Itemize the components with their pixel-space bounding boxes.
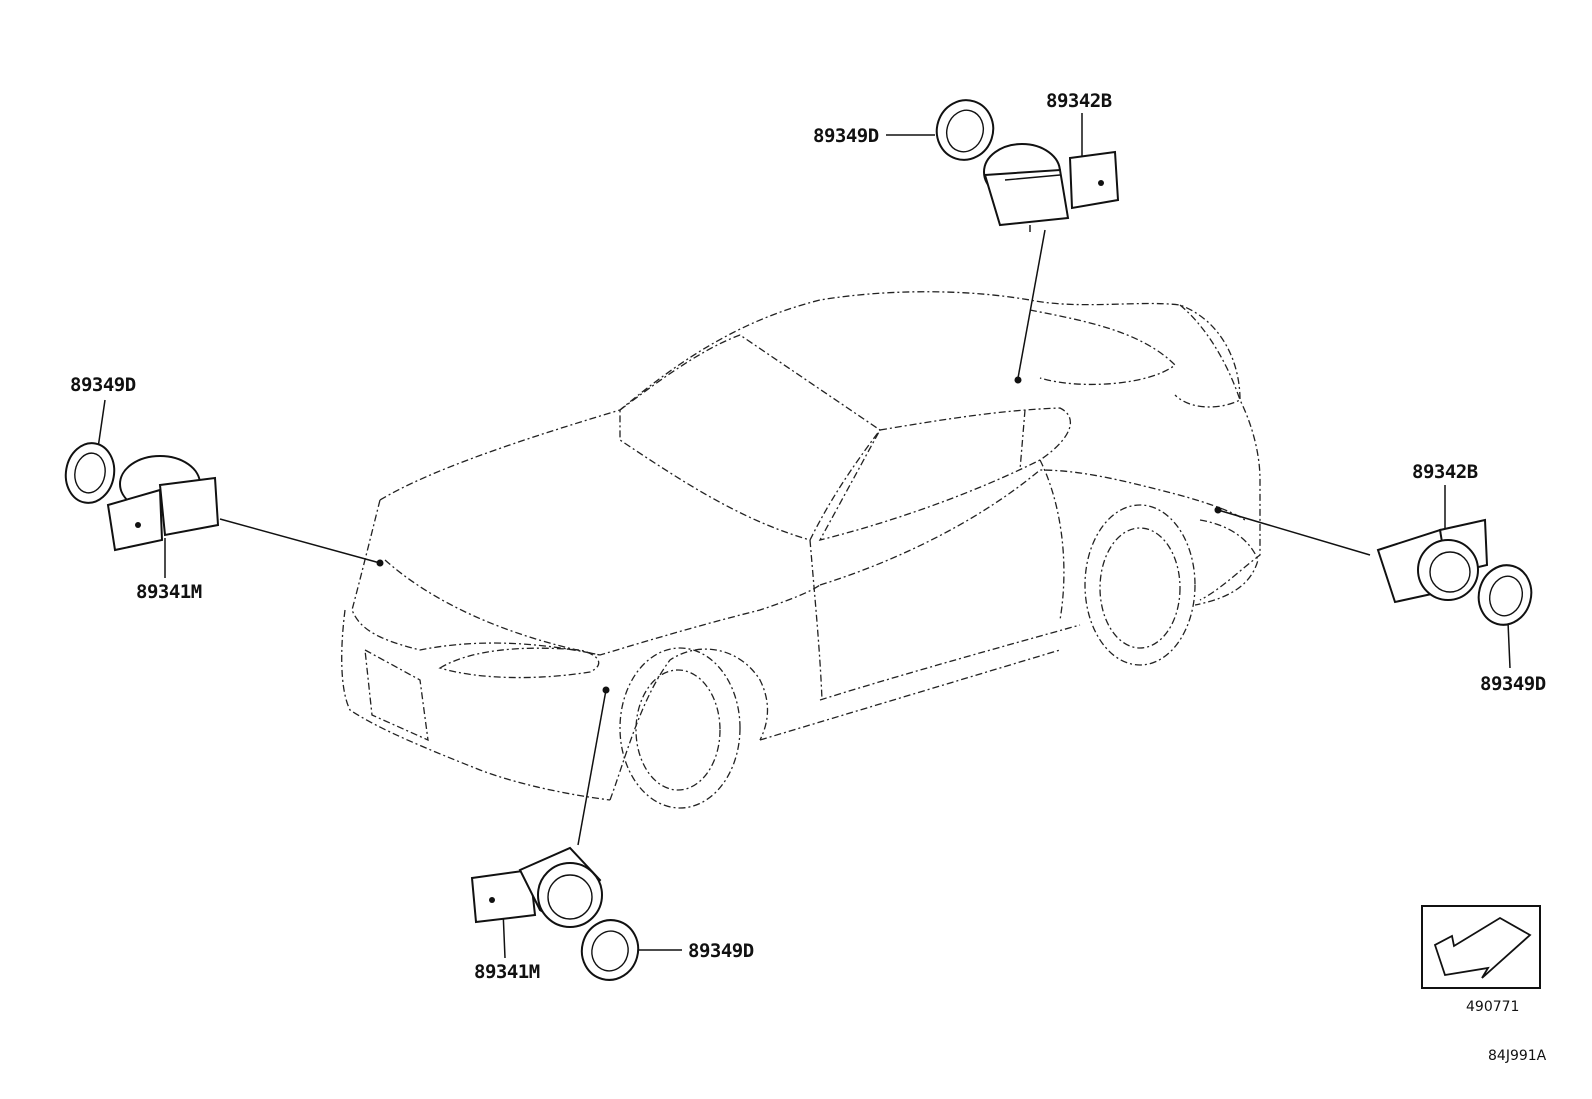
callout-top-ring: 89349D bbox=[813, 125, 879, 147]
left-parking-sensor bbox=[106, 455, 220, 552]
mount-dot bbox=[1214, 506, 1222, 514]
top-retainer-ring bbox=[935, 99, 995, 161]
callout-left-sensor: 89341M bbox=[136, 581, 202, 603]
callout-right-ring: 89349D bbox=[1480, 673, 1546, 695]
mount-dot bbox=[376, 559, 384, 567]
callout-left-ring: 89349D bbox=[70, 374, 136, 396]
callout-bottom-ring: 89349D bbox=[688, 940, 754, 962]
car-outline bbox=[341, 291, 1261, 809]
right-parking-sensor bbox=[1376, 518, 1489, 604]
top-parking-sensor bbox=[983, 143, 1120, 232]
mount-dot bbox=[1014, 376, 1022, 384]
callout-right-sensor: 89342B bbox=[1412, 461, 1478, 483]
callout-bottom-sensor: 89341M bbox=[474, 961, 540, 983]
left-retainer-ring bbox=[64, 442, 116, 504]
callout-top-sensor: 89342B bbox=[1046, 90, 1112, 112]
bottom-retainer-ring bbox=[580, 919, 640, 981]
leader-lines bbox=[97, 113, 1511, 959]
mount-dot bbox=[602, 686, 610, 694]
direction-arrow-icon bbox=[1433, 916, 1532, 979]
direction-box-code: 490771 bbox=[1466, 999, 1519, 1015]
direction-box bbox=[1421, 905, 1541, 989]
bottom-parking-sensor bbox=[470, 846, 603, 928]
diagram-code: 84J991A bbox=[1488, 1048, 1547, 1064]
right-retainer-ring bbox=[1477, 564, 1533, 626]
